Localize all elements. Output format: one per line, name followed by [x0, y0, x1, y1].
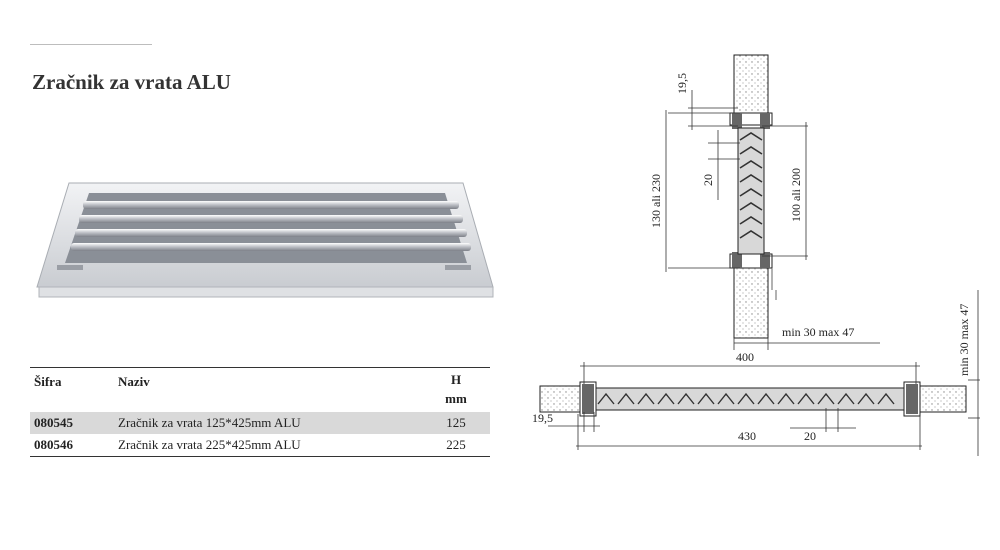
dim-inner-width: 400 [736, 350, 754, 364]
horizontal-section [539, 381, 967, 417]
dim-inner-height: 100 ali 200 [789, 168, 803, 222]
dim-left-edge: 19,5 [532, 411, 553, 425]
product-photo [36, 182, 494, 298]
slat [79, 215, 463, 223]
header-name: Naziv [114, 367, 422, 412]
slat [75, 229, 467, 237]
page-title: Zračnik za vrata ALU [32, 70, 231, 94]
top-rule [30, 44, 152, 45]
dimension-lines-h [548, 290, 980, 456]
dimension-lines [665, 90, 880, 350]
dim-top-edge: 19,5 [675, 73, 689, 94]
table-row: 080546 Zračnik za vrata 225*425mm ALU 22… [30, 434, 490, 457]
header-code: Šifra [30, 367, 114, 412]
dim-outer-width: 430 [738, 429, 756, 443]
dim-side-thickness: min 30 max 47 [957, 304, 971, 376]
dim-wall-thickness: min 30 max 47 [782, 325, 854, 339]
vertical-section [729, 54, 777, 339]
dim-total-height: 130 ali 230 [649, 174, 663, 228]
dim-bottom-pitch: 20 [804, 429, 816, 443]
slat [71, 243, 471, 251]
slat [83, 201, 459, 209]
dim-slat-pitch: 20 [701, 174, 715, 186]
table-row: 080545 Zračnik za vrata 125*425mm ALU 12… [30, 412, 490, 434]
